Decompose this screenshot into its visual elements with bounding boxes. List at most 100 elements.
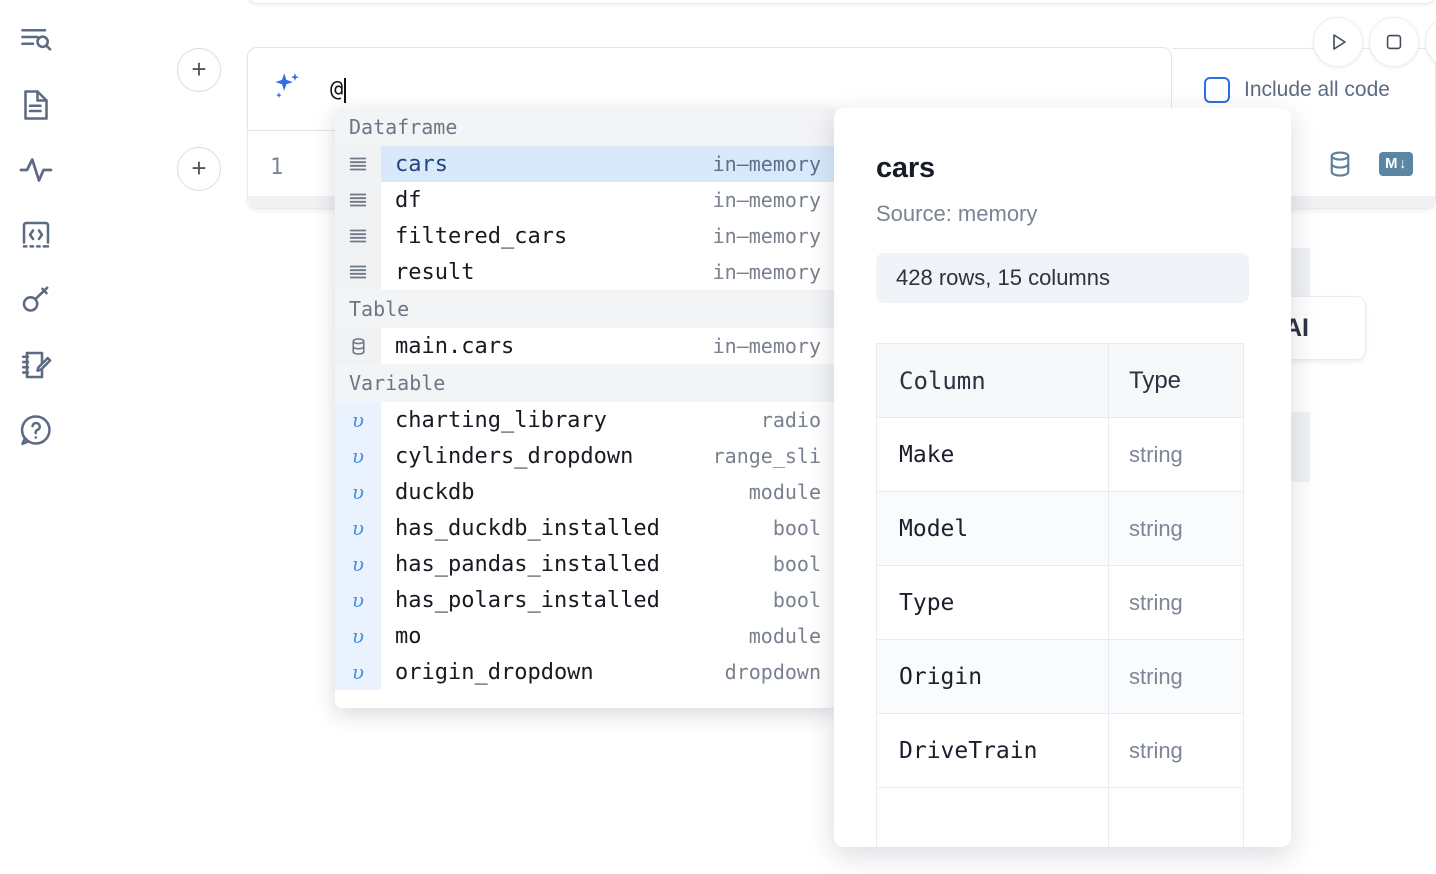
autocomplete-item-name: mo [395,623,422,649]
autocomplete-item-name: origin_dropdown [395,659,594,685]
stop-icon [1386,34,1402,50]
outline-search-icon[interactable] [14,18,58,62]
autocomplete-item-meta: bool [772,552,821,576]
autocomplete-item[interactable]: υ has_polars_installed bool [335,582,835,618]
left-icon-rail [0,0,72,874]
markdown-badge-letter: M [1385,155,1398,172]
schema-column-name: Type [877,566,1109,639]
schema-table-row-partial [877,788,1243,847]
add-cell-below-button[interactable]: + [177,147,221,191]
schema-table-row: Origin string [877,640,1243,714]
dataframe-icon [335,182,381,218]
database-icon[interactable] [1325,149,1355,179]
line-number: 1 [270,155,284,180]
play-icon [1333,34,1346,50]
autocomplete-item-meta: in–memory [712,152,821,176]
autocomplete-item[interactable]: υ charting_library radio [335,402,835,438]
schema-column-type: string [1129,737,1183,763]
variable-icon: υ [335,582,381,618]
autocomplete-item-name: has_polars_installed [395,587,660,613]
schema-column-name: Make [877,418,1109,491]
details-title: cars [876,152,935,184]
schema-column-name: Model [877,492,1109,565]
autocomplete-item-meta: bool [772,588,821,612]
dataframe-icon [335,146,381,182]
variable-icon: υ [335,438,381,474]
add-cell-above-button[interactable]: + [177,48,221,92]
schema-table-row: Make string [877,418,1243,492]
ai-prompt-value: @ [330,76,344,102]
autocomplete-item-meta: in–memory [712,334,821,358]
schema-table-header-cell: Column [877,344,1109,417]
autocomplete-item[interactable]: result in–memory [335,254,835,290]
activity-icon[interactable] [14,148,58,192]
markdown-badge[interactable]: M↓ [1379,152,1413,176]
details-shape-badge: 428 rows, 15 columns [876,253,1249,303]
schema-column-name [877,788,1109,847]
schema-column-name: DriveTrain [877,714,1109,787]
autocomplete-item[interactable]: υ has_duckdb_installed bool [335,510,835,546]
stop-button[interactable] [1369,17,1419,67]
run-button[interactable] [1313,17,1363,67]
autocomplete-item-name: duckdb [395,479,475,505]
file-icon[interactable] [14,83,58,127]
right-edge-panel-lower [1288,412,1310,482]
autocomplete-item-name: cars [395,151,448,177]
variable-icon: υ [335,618,381,654]
variable-icon: υ [335,510,381,546]
autocomplete-item-name: charting_library [395,407,607,433]
autocomplete-item[interactable]: cars in–memory [335,146,835,182]
autocomplete-item-meta: in–memory [712,188,821,212]
variable-icon: υ [335,474,381,510]
schema-column-type: string [1129,441,1183,467]
text-caret [344,78,347,103]
schema-table-header-row: Column Type [877,344,1243,418]
schema-column-type: string [1129,515,1183,541]
autocomplete-item-meta: module [748,480,821,504]
autocomplete-item[interactable]: filtered_cars in–memory [335,218,835,254]
autocomplete-item-meta: in–memory [712,224,821,248]
autocomplete-item-meta: in–memory [712,260,821,284]
autocomplete-item-name: result [395,259,475,285]
previous-cell-edge [247,0,1436,4]
autocomplete-item-name: filtered_cars [395,223,568,249]
key-icon[interactable] [14,278,58,322]
scratchpad-icon[interactable] [14,343,58,387]
table-icon [335,328,381,364]
schema-table-row: DriveTrain string [877,714,1243,788]
help-icon[interactable] [14,408,58,452]
dataframe-icon [335,218,381,254]
code-snippets-icon[interactable] [14,213,58,257]
schema-column-type [1109,788,1243,847]
ai-prompt-input[interactable]: @ [330,76,347,103]
variable-icon: υ [335,654,381,690]
autocomplete-item-meta: radio [760,408,821,432]
schema-table-header-cell: Type [1129,366,1182,394]
variable-icon: υ [335,546,381,582]
variable-icon: υ [335,402,381,438]
autocomplete-item-meta: bool [772,516,821,540]
autocomplete-item-name: has_duckdb_installed [395,515,660,541]
schema-column-type: string [1129,663,1183,689]
schema-table-row: Model string [877,492,1243,566]
autocomplete-group-header: Dataframe [335,108,835,146]
sparkles-icon [270,70,304,104]
include-all-code-label: Include all code [1244,78,1390,101]
autocomplete-item-name: df [395,187,422,213]
schema-column-name: Origin [877,640,1109,713]
autocomplete-item[interactable]: df in–memory [335,182,835,218]
include-all-code-checkbox[interactable] [1204,77,1230,103]
autocomplete-group-header: Variable [335,364,835,402]
markdown-badge-arrow: ↓ [1399,155,1407,172]
autocomplete-item-meta: range_sli [712,444,821,468]
